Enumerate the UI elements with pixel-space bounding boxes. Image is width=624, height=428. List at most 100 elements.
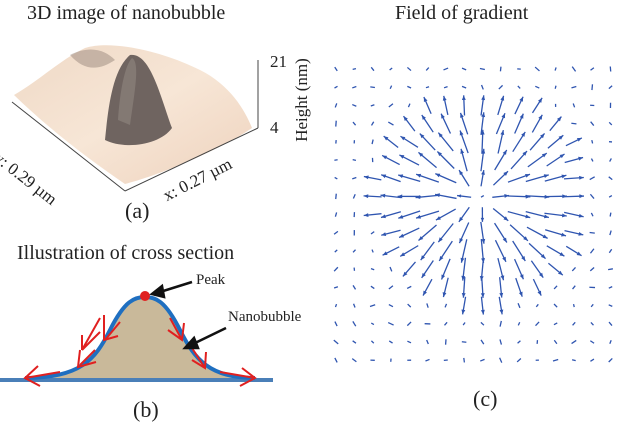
peak-callout-arrowhead bbox=[149, 283, 166, 299]
gradient-arrow bbox=[352, 103, 357, 107]
gradient-arrow bbox=[499, 357, 503, 363]
gradient-arrow bbox=[572, 321, 576, 326]
gradient-arrow bbox=[480, 84, 484, 90]
gradient-arrowhead bbox=[457, 194, 462, 198]
gradient-arrow bbox=[406, 321, 412, 327]
gradient-arrow bbox=[589, 248, 595, 254]
gradient-arrow bbox=[352, 194, 356, 199]
gradient-arrow bbox=[517, 340, 521, 344]
gradient-arrow bbox=[553, 303, 558, 308]
gradient-arrowhead bbox=[504, 194, 510, 198]
gradient-arrowhead bbox=[415, 195, 421, 200]
gradient-arrow bbox=[590, 321, 594, 326]
gradient-arrowhead bbox=[481, 238, 486, 244]
gradient-arrow bbox=[387, 321, 394, 326]
gradient-arrow bbox=[334, 85, 338, 89]
gradient-arrowhead bbox=[480, 217, 485, 222]
gradient-arrowhead bbox=[460, 148, 465, 154]
gradient-arrowhead bbox=[578, 213, 584, 218]
gradient-arrow bbox=[389, 67, 393, 71]
gradient-arrow bbox=[480, 339, 485, 345]
gradient-arrowhead bbox=[521, 256, 526, 261]
gradient-arrowhead bbox=[380, 214, 386, 219]
gradient-arrow bbox=[443, 85, 448, 89]
gradient-arrow bbox=[426, 339, 429, 345]
gradient-arrowhead bbox=[363, 213, 369, 217]
gradient-arrowhead bbox=[502, 256, 506, 262]
gradient-arrow bbox=[370, 104, 375, 107]
gradient-arrowhead bbox=[480, 293, 485, 298]
gradient-arrowhead bbox=[561, 174, 567, 179]
gradient-arrowhead bbox=[541, 153, 547, 158]
gradient-arrow bbox=[571, 359, 576, 362]
gradient-arrow bbox=[608, 176, 613, 181]
gradient-arrowhead bbox=[537, 97, 543, 103]
gradient-arrowhead bbox=[442, 95, 447, 101]
gradient-arrow bbox=[407, 303, 412, 308]
panel-a-label: (a) bbox=[125, 198, 150, 223]
gradient-arrow bbox=[462, 322, 466, 326]
gradient-arrowhead bbox=[561, 232, 567, 237]
gradient-arrow bbox=[333, 339, 339, 345]
height-axis-label: Height (nm) bbox=[292, 58, 311, 142]
gradient-arrow bbox=[334, 357, 338, 363]
gradient-arrow bbox=[572, 303, 575, 308]
gradient-arrow bbox=[590, 212, 594, 217]
gradient-arrow bbox=[444, 303, 448, 308]
gradient-arrow bbox=[572, 103, 576, 108]
gradient-arrowhead bbox=[380, 193, 386, 198]
gradient-arrow bbox=[480, 195, 485, 198]
gradient-arrowhead bbox=[442, 292, 447, 298]
gradient-arrow bbox=[590, 303, 594, 308]
gradient-arrowhead bbox=[435, 193, 440, 198]
gradient-arrow bbox=[534, 66, 540, 72]
gradient-arrow bbox=[370, 86, 375, 89]
gradient-arrow bbox=[388, 303, 394, 308]
gradient-arrowhead bbox=[461, 275, 466, 281]
gradient-arrowhead bbox=[383, 136, 389, 141]
gradient-arrow bbox=[553, 285, 558, 290]
gradient-arrowhead bbox=[460, 112, 464, 118]
gradient-arrow bbox=[517, 303, 521, 309]
gradient-arrowhead bbox=[461, 309, 466, 315]
height-max-tick: 21 bbox=[270, 52, 287, 71]
gradient-arrow bbox=[389, 266, 393, 272]
gradient-arrow bbox=[407, 103, 411, 108]
plot-axes bbox=[11, 60, 259, 192]
gradient-arrowhead bbox=[435, 173, 441, 178]
gradient-arrowhead bbox=[402, 271, 408, 277]
gradient-arrow bbox=[334, 103, 338, 108]
panel-c-label: (c) bbox=[473, 386, 498, 411]
gradient-arrowhead bbox=[397, 194, 403, 199]
gradient-arrowhead bbox=[519, 113, 524, 119]
gradient-arrowhead bbox=[461, 95, 466, 100]
gradient-arrow bbox=[370, 285, 375, 290]
gradient-arrow bbox=[554, 67, 557, 71]
gradient-arrow bbox=[333, 230, 339, 235]
gradient-arrow bbox=[352, 67, 357, 71]
gradient-arrowhead bbox=[499, 309, 504, 315]
gradient-arrowhead bbox=[400, 136, 406, 141]
gradient-arrow bbox=[352, 121, 357, 126]
gradient-arrowhead bbox=[421, 273, 426, 278]
gradient-arrow bbox=[571, 122, 577, 125]
gradient-arrow bbox=[351, 358, 357, 363]
gradient-arrowhead bbox=[437, 151, 442, 157]
gradient-arrowhead bbox=[398, 174, 404, 179]
gradient-arrowhead bbox=[499, 292, 504, 298]
gradient-arrow bbox=[352, 249, 357, 253]
gradient-arrowhead bbox=[578, 232, 584, 236]
gradient-arrowhead bbox=[481, 112, 486, 118]
gradient-arrow bbox=[609, 212, 612, 217]
gradient-arrow bbox=[388, 285, 394, 290]
gradient-arrowhead bbox=[481, 148, 486, 154]
gradient-arrowhead bbox=[558, 270, 563, 276]
gradient-arrowhead bbox=[578, 156, 584, 161]
gradient-arrowhead bbox=[525, 173, 531, 178]
gradient-arrowhead bbox=[519, 274, 524, 280]
gradient-arrowhead bbox=[522, 151, 527, 156]
gradient-arrow bbox=[608, 121, 613, 126]
gradient-arrow bbox=[333, 286, 339, 289]
gradient-arrowhead bbox=[521, 131, 526, 137]
gradient-arrow bbox=[589, 340, 595, 344]
